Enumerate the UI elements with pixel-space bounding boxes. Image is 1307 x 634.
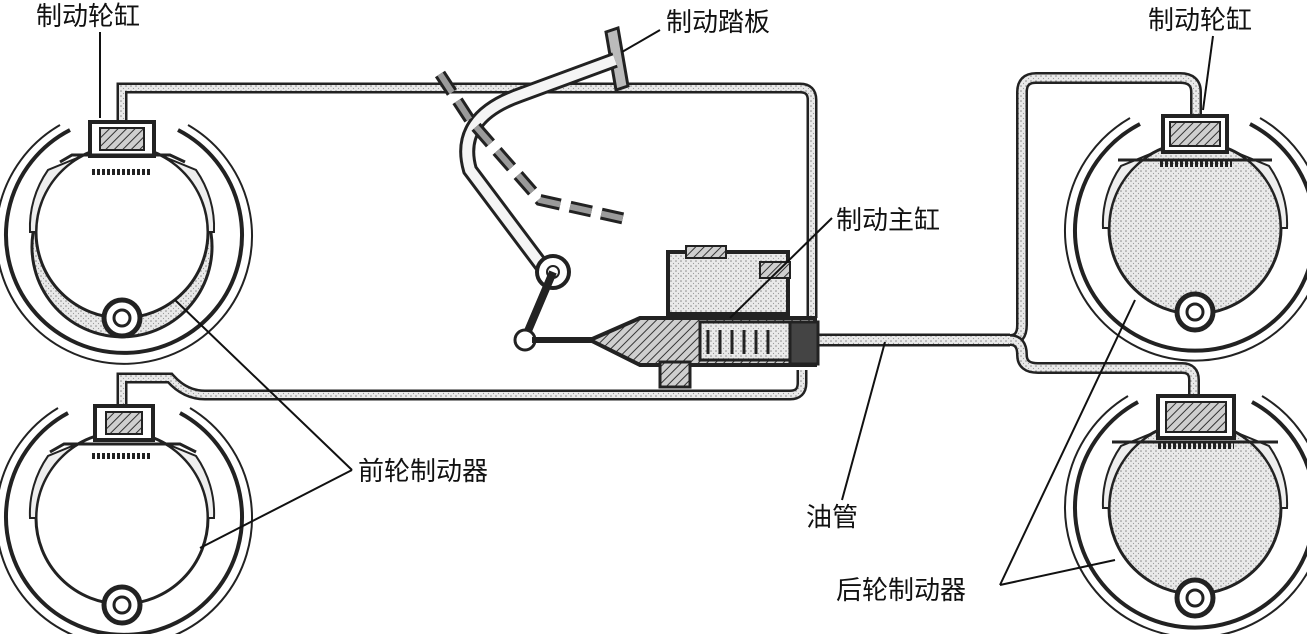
brake-pedal bbox=[434, 26, 632, 352]
label-master-cylinder: 制动主缸 bbox=[836, 206, 941, 236]
label-oil-pipe: 油管 bbox=[806, 503, 859, 533]
master-cylinder bbox=[585, 245, 820, 389]
leader-lines bbox=[99, 29, 1214, 586]
leader-oil-pipe bbox=[841, 341, 886, 501]
leader-front-brake-bottom bbox=[199, 469, 353, 549]
rear-brake-bottom bbox=[1064, 394, 1307, 634]
front-brake-top bbox=[0, 120, 253, 365]
brake-pipes bbox=[116, 72, 1202, 412]
leader-rear-wheel-cylinder bbox=[1202, 35, 1214, 111]
label-rear-brake: 后轮制动器 bbox=[836, 576, 967, 606]
pipe-front-bottom bbox=[116, 370, 808, 412]
label-rear-wheel-cylinder: 制动轮缸 bbox=[1148, 6, 1253, 36]
leader-rear-brake-top bbox=[999, 299, 1136, 586]
front-brake-bottom bbox=[0, 404, 253, 634]
leader-rear-brake-bottom bbox=[999, 559, 1116, 586]
leader-brake-pedal bbox=[621, 29, 661, 53]
label-front-wheel-cylinder: 制动轮缸 bbox=[36, 2, 141, 32]
label-front-brake: 前轮制动器 bbox=[358, 457, 489, 487]
rear-brake-top bbox=[1064, 114, 1307, 362]
label-brake-pedal: 制动踏板 bbox=[666, 8, 771, 38]
leader-front-brake-top bbox=[174, 299, 353, 471]
leader-master-cylinder bbox=[729, 217, 833, 319]
